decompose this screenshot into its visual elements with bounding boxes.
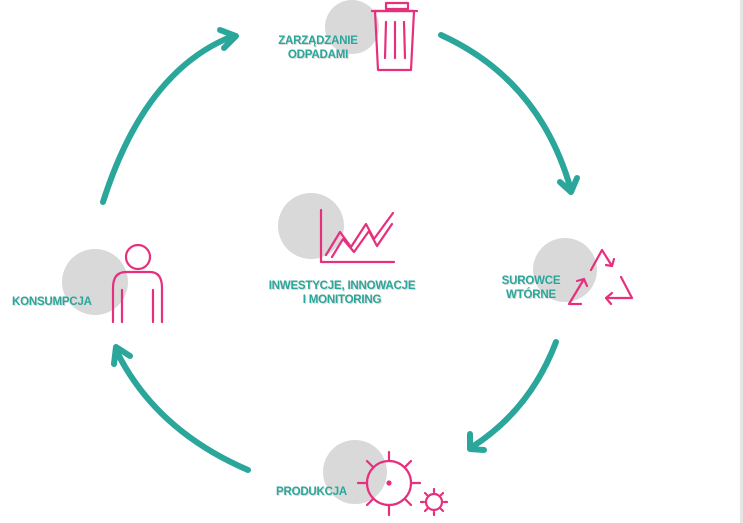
arrow-production-to-consumption bbox=[113, 347, 251, 473]
waste-label-line1: ZARZĄDZANIE bbox=[278, 35, 358, 47]
waste-blob bbox=[325, 0, 379, 54]
arrow-consumption-to-waste-head bbox=[217, 27, 239, 51]
waste-management-label: ZARZĄDZANIE ODPADAMI bbox=[270, 34, 366, 62]
arrow-waste-to-recycle-head bbox=[557, 175, 580, 195]
arrow-waste-to-recycle bbox=[438, 32, 574, 193]
right-edge-divider bbox=[740, 0, 743, 523]
arrow-consumption-to-waste bbox=[100, 33, 236, 205]
center-label-line1: INWESTYCJE, INNOWACJE bbox=[268, 280, 416, 292]
person-icon bbox=[111, 243, 164, 324]
production-blob bbox=[323, 440, 387, 504]
recycle-icon bbox=[567, 248, 634, 306]
consumption-label: KONSUMPCJA bbox=[12, 296, 92, 308]
center-blob bbox=[278, 193, 344, 259]
waste-label-line2: ODPADAMI bbox=[287, 49, 349, 61]
sun-gear-icon bbox=[356, 450, 449, 517]
recycle-label-line1: SUROWCE bbox=[501, 275, 561, 287]
arrow-recycle-to-production-head bbox=[467, 431, 487, 453]
growth-chart-icon bbox=[319, 208, 396, 264]
arrow-recycle-to-production bbox=[469, 339, 559, 450]
arrow-production-to-consumption-head bbox=[111, 344, 133, 367]
consumption-blob bbox=[62, 249, 128, 315]
investment-innovation-label: INWESTYCJE, INNOWACJE I MONITORING bbox=[250, 279, 434, 307]
secondary-raw-materials-label: SUROWCE WTÓRNE bbox=[492, 274, 570, 302]
recycle-label-line2: WTÓRNE bbox=[506, 289, 556, 301]
production-label: PRODUKCJA bbox=[276, 486, 348, 498]
trash-bin-icon bbox=[370, 1, 419, 72]
center-label-line2: I MONITORING bbox=[302, 294, 382, 306]
